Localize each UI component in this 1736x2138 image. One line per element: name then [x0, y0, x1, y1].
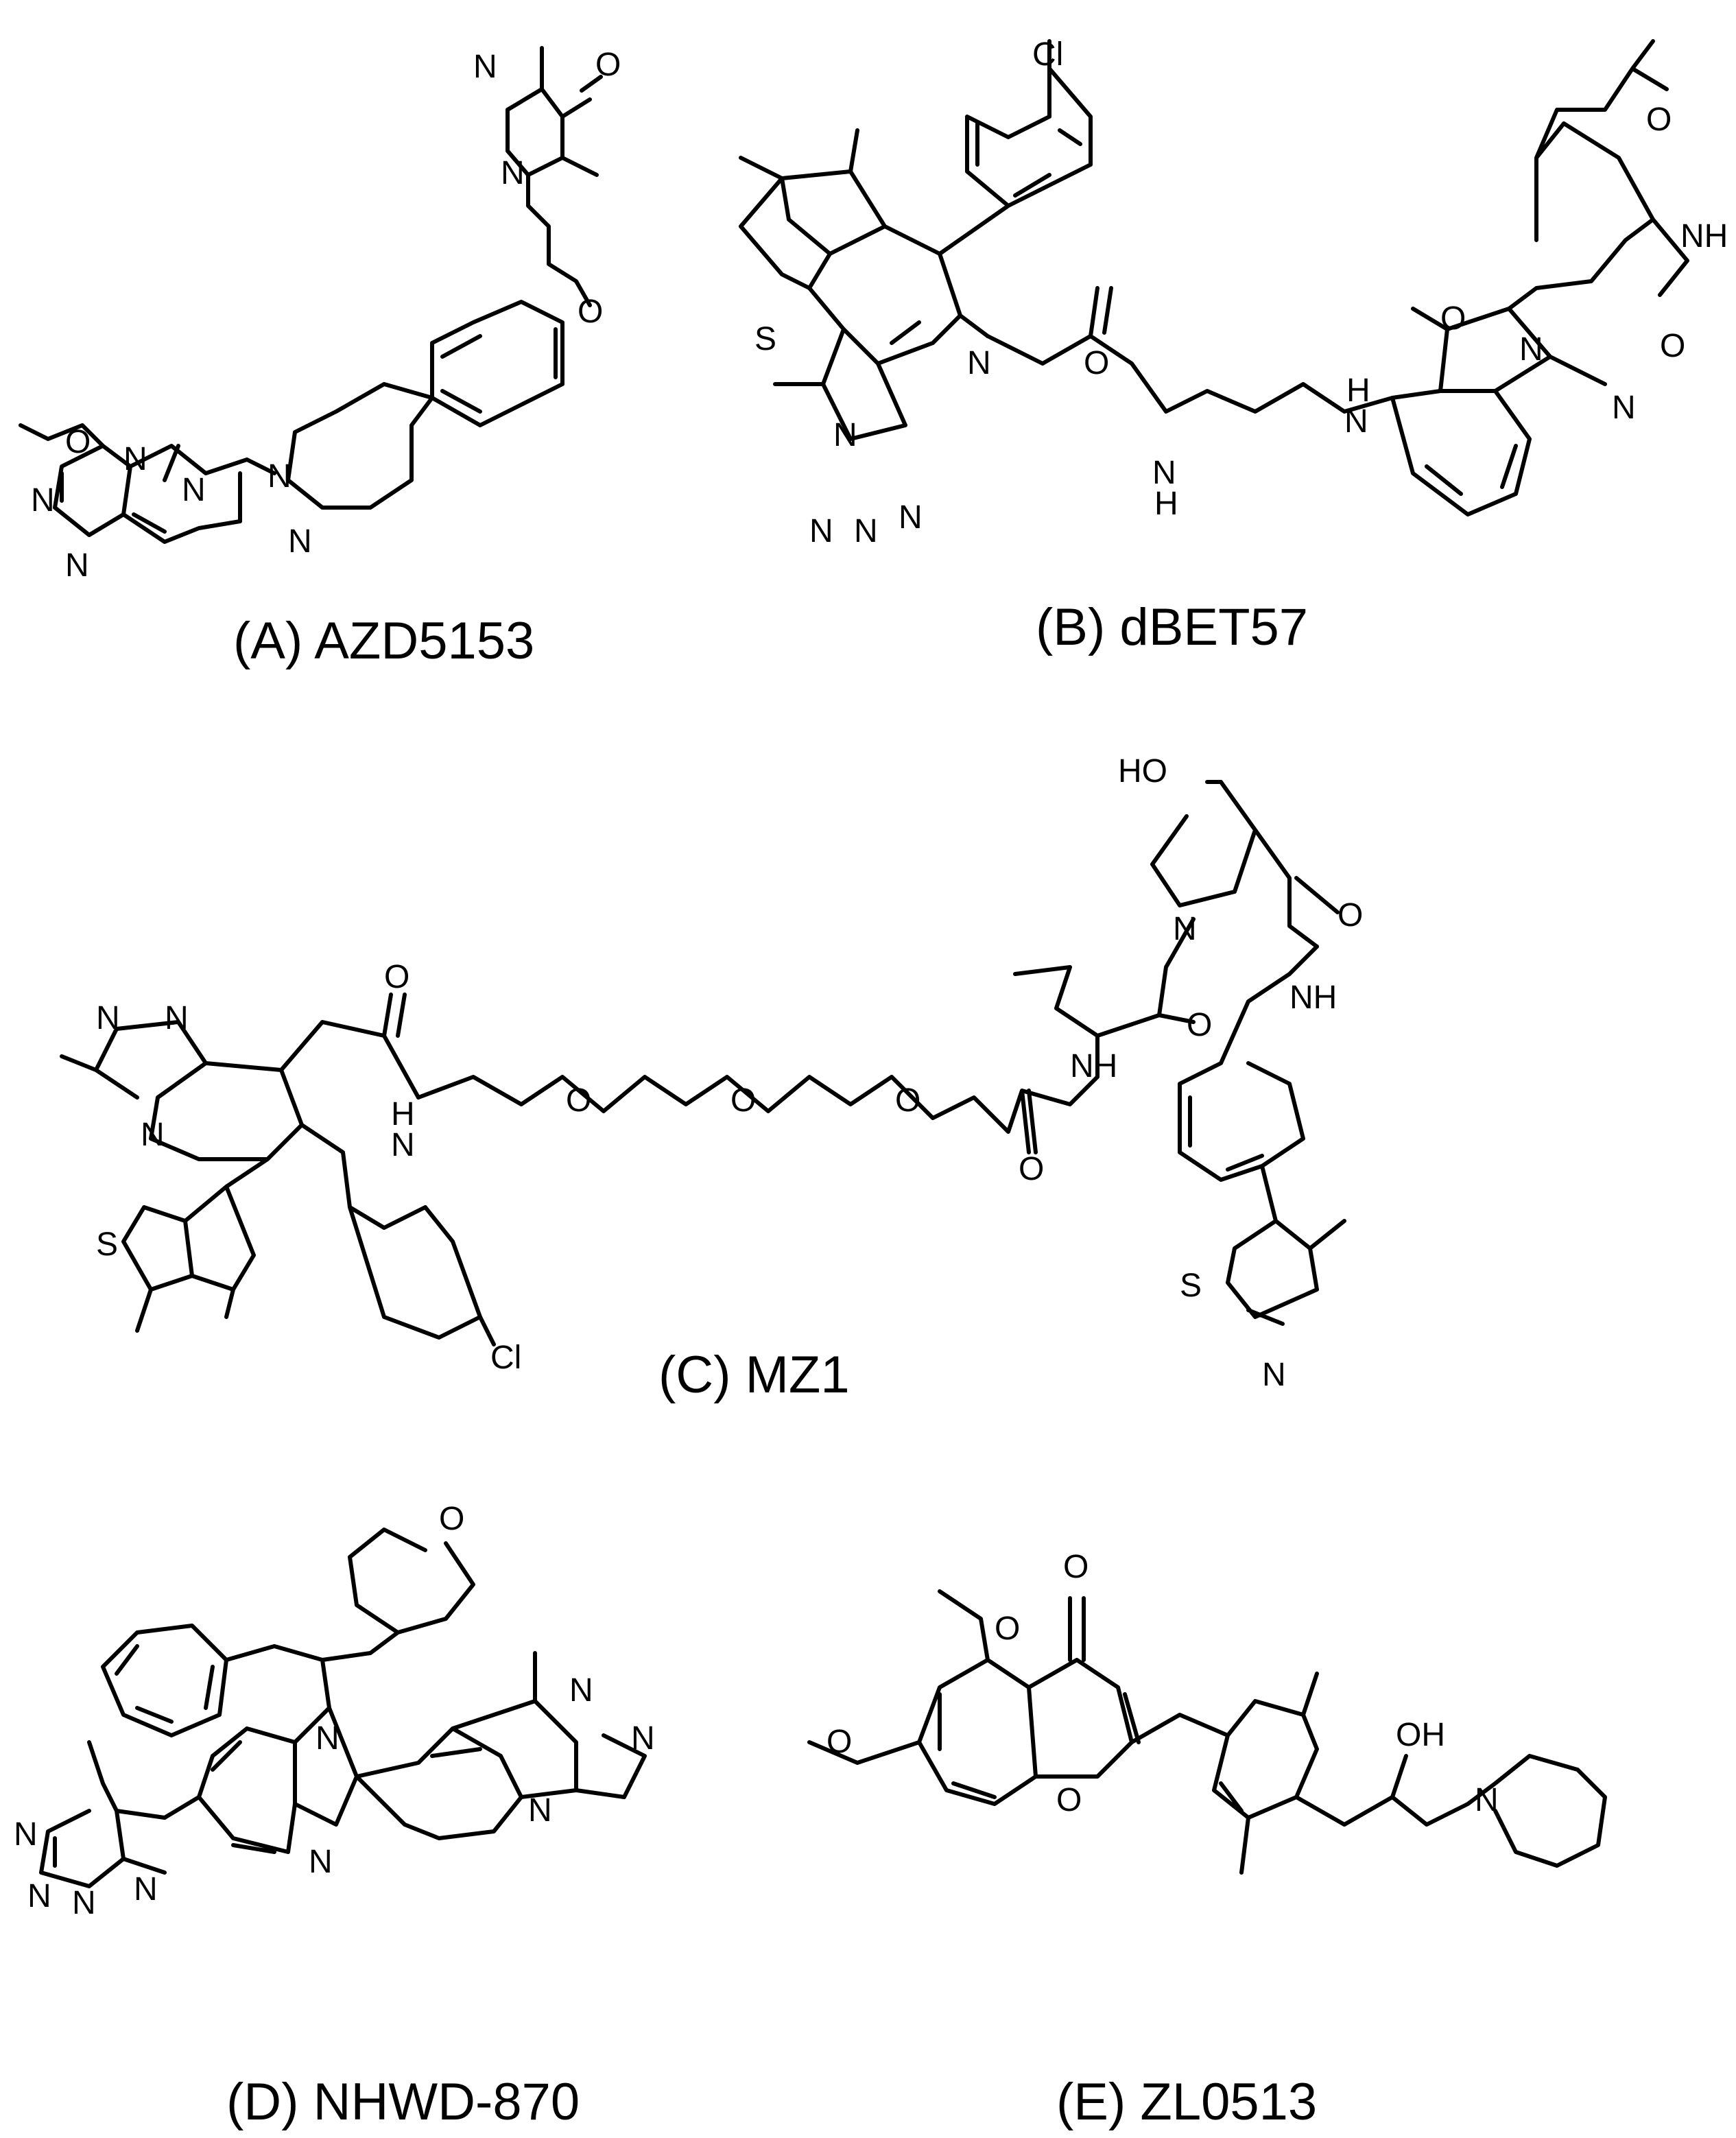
panel-c-atom-label: N [96, 1000, 120, 1036]
panel-d-atom-label: N [569, 1672, 593, 1709]
panel-c-atom-label: NH [1070, 1048, 1117, 1084]
panel-e-atom-label: OH [1396, 1717, 1445, 1753]
panel-b-atom-label: N [854, 513, 878, 549]
panel-b-atom-label: H [1346, 372, 1370, 409]
panel-a-bonds-benzene [430, 300, 564, 427]
panel-b-atom-label: H [1154, 486, 1178, 522]
panel-c-atom-label: O [895, 1082, 920, 1119]
panel-b-atom-label: N [809, 513, 833, 549]
panel-b-atom-label: O [1084, 345, 1109, 381]
panel-c-atom-label: HO [1118, 753, 1167, 789]
panel-c-bonds-hydroxyproline [1013, 780, 1340, 1079]
panel-b-atom-label: N [833, 417, 857, 453]
panel-a-bonds-triazolopyridazine [19, 423, 249, 544]
panel-d-atom-label: N [14, 1816, 38, 1853]
panel-b-atom-label: O [1646, 102, 1672, 138]
panel-d-atom-label: O [439, 1501, 464, 1537]
panel-b-atom-label: N [1344, 403, 1368, 440]
panel-d-atom-label: N [72, 1885, 96, 1921]
panel-b-atom-label: N [899, 499, 923, 536]
panel-b-atom-label: Cl [1032, 36, 1063, 73]
panel-c-atom-label: O [566, 1082, 591, 1119]
panel-b-atom-label: O [1440, 300, 1466, 337]
panel-d-bonds-triazole [39, 1740, 167, 1888]
panel-b-atom-label: O [1660, 328, 1685, 364]
panel-b-bonds-core [739, 128, 1010, 441]
panel-e-caption: (E) ZL0513 [1056, 2073, 1317, 2131]
panel-a-atom-label: N [65, 547, 89, 584]
panel-a-atom-label: N [501, 155, 525, 191]
panel-a-atom-label: N [473, 49, 497, 85]
panel-a-atom-label: N [31, 482, 55, 519]
panel-b-atom-label: NH [1680, 218, 1728, 254]
panel-b-atom-label: N [1612, 390, 1636, 426]
panel-a-atom-label: O [578, 294, 603, 330]
panel-c-atom-label: N [1262, 1357, 1286, 1393]
panel-a-atom-label: N [182, 472, 206, 508]
panel-b-atom-label: N [1152, 455, 1176, 491]
panel-c-atom-label: Cl [490, 1340, 521, 1376]
panel-e-bonds-chromone [807, 1589, 1141, 1806]
panel-b-caption: (B) dBET57 [1036, 598, 1308, 656]
panel-b-bonds-chlorophenyl [965, 39, 1093, 208]
panel-d-bonds-oxane [320, 1528, 475, 1662]
panel-c-atom-label: N [165, 1000, 189, 1036]
panel-c-atom-label: N [141, 1117, 165, 1153]
panel-d-bonds-tetracycle [163, 1651, 647, 1854]
panel-c-atom-label: O [1337, 897, 1363, 934]
panel-d-structure: O N N N N N N N N N (D) NHWD-870 [14, 1501, 655, 2131]
panel-b-atom-label: S [754, 321, 776, 357]
panel-e-atom-label: O [1056, 1782, 1082, 1818]
panel-a-bonds-piperidine [245, 382, 434, 510]
panel-c-atom-label: S [96, 1226, 118, 1263]
panel-c-atom-label: NH [1289, 979, 1337, 1016]
panel-c-structure: HO O N O NH O N N H N N O O O NH O S Cl … [60, 753, 1363, 1404]
panel-d-atom-label: N [631, 1720, 655, 1757]
panel-b-bonds-phthalimide [1390, 39, 1689, 516]
panel-a-atom-label: O [595, 47, 621, 83]
panel-c-bonds-core [60, 993, 496, 1346]
panel-d-bonds-phenyl [101, 1624, 331, 1737]
panel-b-atom-label: N [1519, 331, 1543, 368]
panel-c-atom-label: O [730, 1082, 756, 1119]
panel-b-atom-label: N [967, 345, 991, 381]
panel-d-atom-label: N [134, 1871, 158, 1908]
panel-a-atom-label: N [123, 441, 147, 477]
panel-c-bonds-peg-linker [416, 1075, 1099, 1154]
panel-c-atom-label: O [1187, 1007, 1212, 1043]
panel-c-bonds-benzyl-thiazole [1178, 945, 1346, 1326]
panel-a-atom-label: N [267, 458, 292, 495]
panel-d-atom-label: N [27, 1878, 51, 1914]
panel-e-atom-label: N [1475, 1782, 1499, 1818]
panel-d-atom-label: N [316, 1720, 340, 1757]
panel-b-structure: Cl O NH S O N O N O N H N N N H N N N (B… [739, 36, 1728, 656]
panel-d-atom-label: N [528, 1792, 552, 1829]
panel-d-caption: (D) NHWD-870 [226, 2073, 580, 2131]
panel-d-atom-label: N [309, 1844, 333, 1880]
panel-c-atom-label: S [1180, 1268, 1202, 1304]
panel-e-atom-label: O [827, 1724, 852, 1760]
panel-b-bonds-linker [986, 286, 1394, 414]
panel-e-atom-label: O [995, 1611, 1020, 1647]
panel-e-bonds-aryl-chain [1130, 1672, 1607, 1875]
panel-c-atom-label: N [1173, 911, 1197, 947]
panel-e-structure: O O OH O O N (E) ZL0513 [807, 1549, 1607, 2131]
panel-c-caption: (C) MZ1 [658, 1346, 850, 1404]
panel-c-atom-label: H [391, 1096, 415, 1132]
panel-c-atom-label: O [384, 959, 409, 995]
panel-c-atom-label: N [391, 1127, 415, 1163]
panel-a-caption: (A) AZD5153 [233, 612, 534, 670]
panel-a-atom-label: N [288, 523, 312, 560]
panel-c-atom-label: O [1019, 1151, 1044, 1187]
panel-a-bonds-piperazinone [506, 46, 603, 307]
panel-e-atom-label: O [1063, 1549, 1089, 1585]
panel-a-atom-label: O [65, 424, 91, 460]
panel-a-structure: N O O N O N N N N N N (A) AZD5153 [19, 46, 621, 670]
